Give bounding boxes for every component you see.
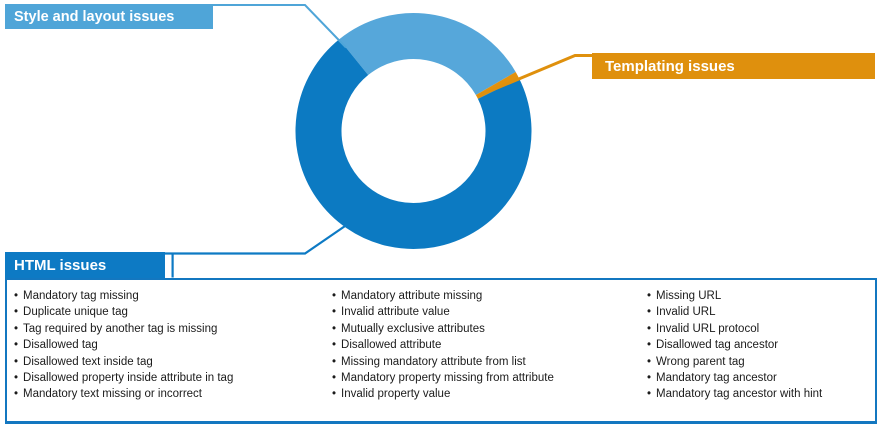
bullet-icon: •: [14, 306, 19, 319]
templating-leader-line: [477, 54, 593, 98]
bullet-icon: •: [647, 306, 652, 319]
issue-item: • Missing mandatory attribute from list: [332, 354, 647, 370]
html-issues-panel: • Mandatory tag missing • Duplicate unique …: [5, 278, 877, 424]
bullet-icon: •: [332, 372, 337, 385]
bullet-icon: •: [14, 372, 19, 385]
issue-item: • Disallowed text inside tag: [14, 354, 332, 370]
bullet-icon: •: [647, 372, 652, 385]
issue-item: • Invalid property value: [332, 386, 647, 402]
style-issues-label: Style and layout issues: [5, 4, 213, 29]
issue-item: • Invalid URL: [647, 304, 871, 320]
issue-label: Missing URL: [656, 290, 722, 302]
issue-label: Disallowed property inside attribute in …: [23, 372, 234, 385]
issue-item: • Duplicate unique tag: [14, 304, 332, 320]
issue-label: Missing mandatory attribute from list: [341, 355, 526, 368]
templating-issues-label: Templating issues: [592, 53, 875, 79]
bullet-icon: •: [647, 339, 652, 352]
issue-item: • Disallowed attribute: [332, 337, 647, 353]
bullet-icon: •: [332, 355, 337, 368]
bullet-icon: •: [332, 388, 337, 401]
issue-item: • Disallowed tag: [14, 337, 332, 353]
issue-label: Mandatory tag missing: [23, 290, 139, 302]
bullet-icon: •: [332, 322, 337, 335]
bullet-icon: •: [332, 339, 337, 352]
issue-item: • Tag required by another tag is missing: [14, 321, 332, 337]
issue-item: • Mandatory tag missing: [14, 288, 332, 304]
issues-column-1: • Mandatory tag missing • Duplicate unique …: [14, 288, 332, 403]
donut-segments: [295, 13, 532, 249]
issue-item: • Missing URL: [647, 288, 871, 304]
bullet-icon: •: [14, 290, 19, 302]
issue-label: Mutually exclusive attributes: [341, 322, 485, 335]
issue-item: • Disallowed tag ancestor: [647, 337, 871, 353]
issue-item: • Invalid attribute value: [332, 304, 647, 320]
issue-label: Invalid URL protocol: [656, 322, 760, 335]
issue-label: Invalid URL: [656, 306, 716, 319]
bullet-icon: •: [14, 322, 19, 335]
issue-label: Disallowed attribute: [341, 339, 442, 352]
html-leader-line: [165, 223, 349, 255]
issue-label: Mandatory tag ancestor: [656, 372, 777, 385]
bullet-icon: •: [14, 339, 19, 352]
issues-column-3: • Missing URL • Invalid URL • Invalid URL pro…: [647, 288, 871, 403]
issue-label: Mandatory attribute missing: [341, 290, 483, 302]
issue-label: Tag required by another tag is missing: [23, 322, 218, 335]
issue-item: • Mandatory tag ancestor with hint: [647, 386, 871, 402]
issue-label: Duplicate unique tag: [23, 306, 128, 319]
issue-label: Mandatory tag ancestor with hint: [656, 388, 823, 401]
issue-item: • Mandatory text missing or incorrect: [14, 386, 332, 402]
issue-item: • Wrong parent tag: [647, 354, 871, 370]
issue-item: • Invalid URL protocol: [647, 321, 871, 337]
bullet-icon: •: [14, 388, 19, 401]
issue-item: • Mandatory tag ancestor: [647, 370, 871, 386]
issue-label: Mandatory text missing or incorrect: [23, 388, 202, 401]
issue-label: Mandatory property missing from attribut…: [341, 372, 554, 385]
bullet-icon: •: [647, 355, 652, 368]
style-leader-line: [213, 4, 347, 49]
issue-label: Invalid property value: [341, 388, 451, 401]
bullet-icon: •: [647, 290, 652, 302]
issue-item: • Disallowed property inside attribute in…: [14, 370, 332, 386]
issue-item: • Mandatory attribute missing: [332, 288, 647, 304]
bullet-icon: •: [647, 388, 652, 401]
issue-label: Disallowed tag: [23, 339, 98, 352]
issue-label: Disallowed text inside tag: [23, 355, 153, 368]
bullet-icon: •: [332, 306, 337, 319]
donut-segment-style-and-layout-issues: [339, 13, 516, 96]
issue-item: • Mandatory property missing from attribu…: [332, 370, 647, 386]
issue-label: Disallowed tag ancestor: [656, 339, 779, 352]
donut-segment-html-issues: [295, 39, 532, 249]
issues-column-2: • Mandatory attribute missing • Invalid att…: [332, 288, 647, 403]
issue-label: Invalid attribute value: [341, 306, 450, 319]
issue-item: • Mutually exclusive attributes: [332, 321, 647, 337]
bullet-icon: •: [14, 355, 19, 368]
html-issues-label: HTML issues: [5, 252, 165, 278]
bullet-icon: •: [332, 290, 337, 302]
bullet-icon: •: [647, 322, 652, 335]
issue-label: Wrong parent tag: [656, 355, 745, 368]
